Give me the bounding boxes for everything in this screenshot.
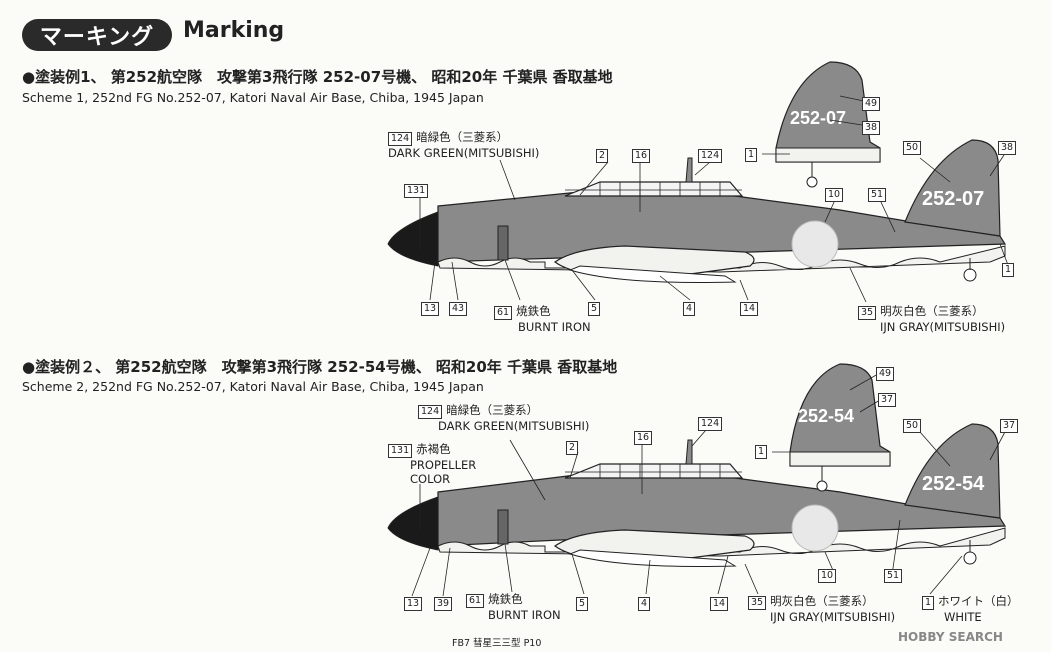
callout-4: 4 — [683, 301, 699, 316]
scheme2-tail-inset — [789, 363, 891, 467]
callout-1b: 1 — [1002, 262, 1018, 277]
scheme2-title: ●塗装例２、 第252航空隊 攻撃第3飛行隊 252-54号機、 昭和20年 千… — [22, 358, 618, 376]
callout-37-s2: 37 — [878, 392, 900, 407]
callout-5-s2: 5 — [576, 596, 592, 611]
page-code: FB7 彗星三三型 P10 — [452, 638, 542, 649]
callout-49: 49 — [862, 96, 884, 111]
scheme1-inset-tail-code: 252-07 — [790, 108, 846, 128]
callout-13-s2: 13 — [404, 596, 426, 611]
callout-124b: 124 — [698, 148, 726, 163]
scheme1-spinner — [387, 211, 439, 267]
scheme1-canopy — [564, 181, 744, 197]
callout-1: 1 — [745, 147, 761, 162]
section-title: Marking — [183, 18, 285, 43]
callout-16-s2: 16 — [634, 430, 656, 445]
callout-39-s2: 39 — [434, 596, 456, 611]
callout-49-s2: 49 — [876, 366, 898, 381]
section-badge: マーキング — [22, 19, 172, 51]
scheme1-title: ●塗装例1、 第252航空隊 攻撃第3飛行隊 252-07号機、 昭和20年 千… — [22, 68, 613, 86]
callout-51: 51 — [868, 187, 890, 202]
callout-14: 14 — [740, 301, 762, 316]
callout-50: 50 — [903, 140, 925, 155]
scheme2-fuselage-lower — [437, 527, 1006, 557]
callout-2: 2 — [596, 148, 612, 163]
scheme2-aircraft: 252-54 252-54 — [387, 363, 1007, 597]
callout-43: 43 — [449, 301, 471, 316]
scheme1-tail-fin — [904, 139, 1001, 237]
callout-13: 13 — [421, 301, 443, 316]
scheme2-tail-fin — [904, 423, 1001, 519]
callout-38b: 38 — [998, 140, 1020, 155]
scheme1-subtitle: Scheme 1, 252nd FG No.252-07, Katori Nav… — [22, 90, 484, 105]
callout-10-s2: 10 — [818, 568, 840, 583]
scheme1-hinomaru — [791, 220, 839, 268]
scheme2-subtitle: Scheme 2, 252nd FG No.252-07, Katori Nav… — [22, 379, 484, 394]
callout-51-s2: 51 — [884, 568, 906, 583]
scheme2-inset-tail-code: 252-54 — [798, 406, 854, 426]
callout-4-s2: 4 — [638, 596, 654, 611]
scheme2-canopy — [564, 463, 744, 479]
callout-50-s2: 50 — [903, 418, 925, 433]
scheme1-tail-code: 252-07 — [922, 188, 984, 210]
scheme2-tail-code: 252-54 — [922, 473, 985, 495]
scheme2-spinner — [387, 496, 439, 551]
scheme1-aircraft: 252-07 252-07 — [387, 61, 1009, 303]
callout-5: 5 — [588, 301, 604, 316]
callout-131: 131 — [404, 183, 432, 198]
scheme2-hinomaru — [791, 504, 839, 552]
watermark: HOBBY SEARCH — [898, 630, 1003, 644]
callout-38: 38 — [862, 120, 884, 135]
callout-37b-s2: 37 — [1000, 418, 1022, 433]
callout-14-s2: 14 — [710, 596, 732, 611]
callout-16: 16 — [632, 148, 654, 163]
callout-10: 10 — [825, 187, 847, 202]
callout-1-s2: 1 — [755, 444, 771, 459]
callout-124b-s2: 124 — [698, 416, 726, 431]
scheme1-fuselage-lower — [437, 245, 1006, 273]
callout-2-s2: 2 — [566, 440, 582, 455]
